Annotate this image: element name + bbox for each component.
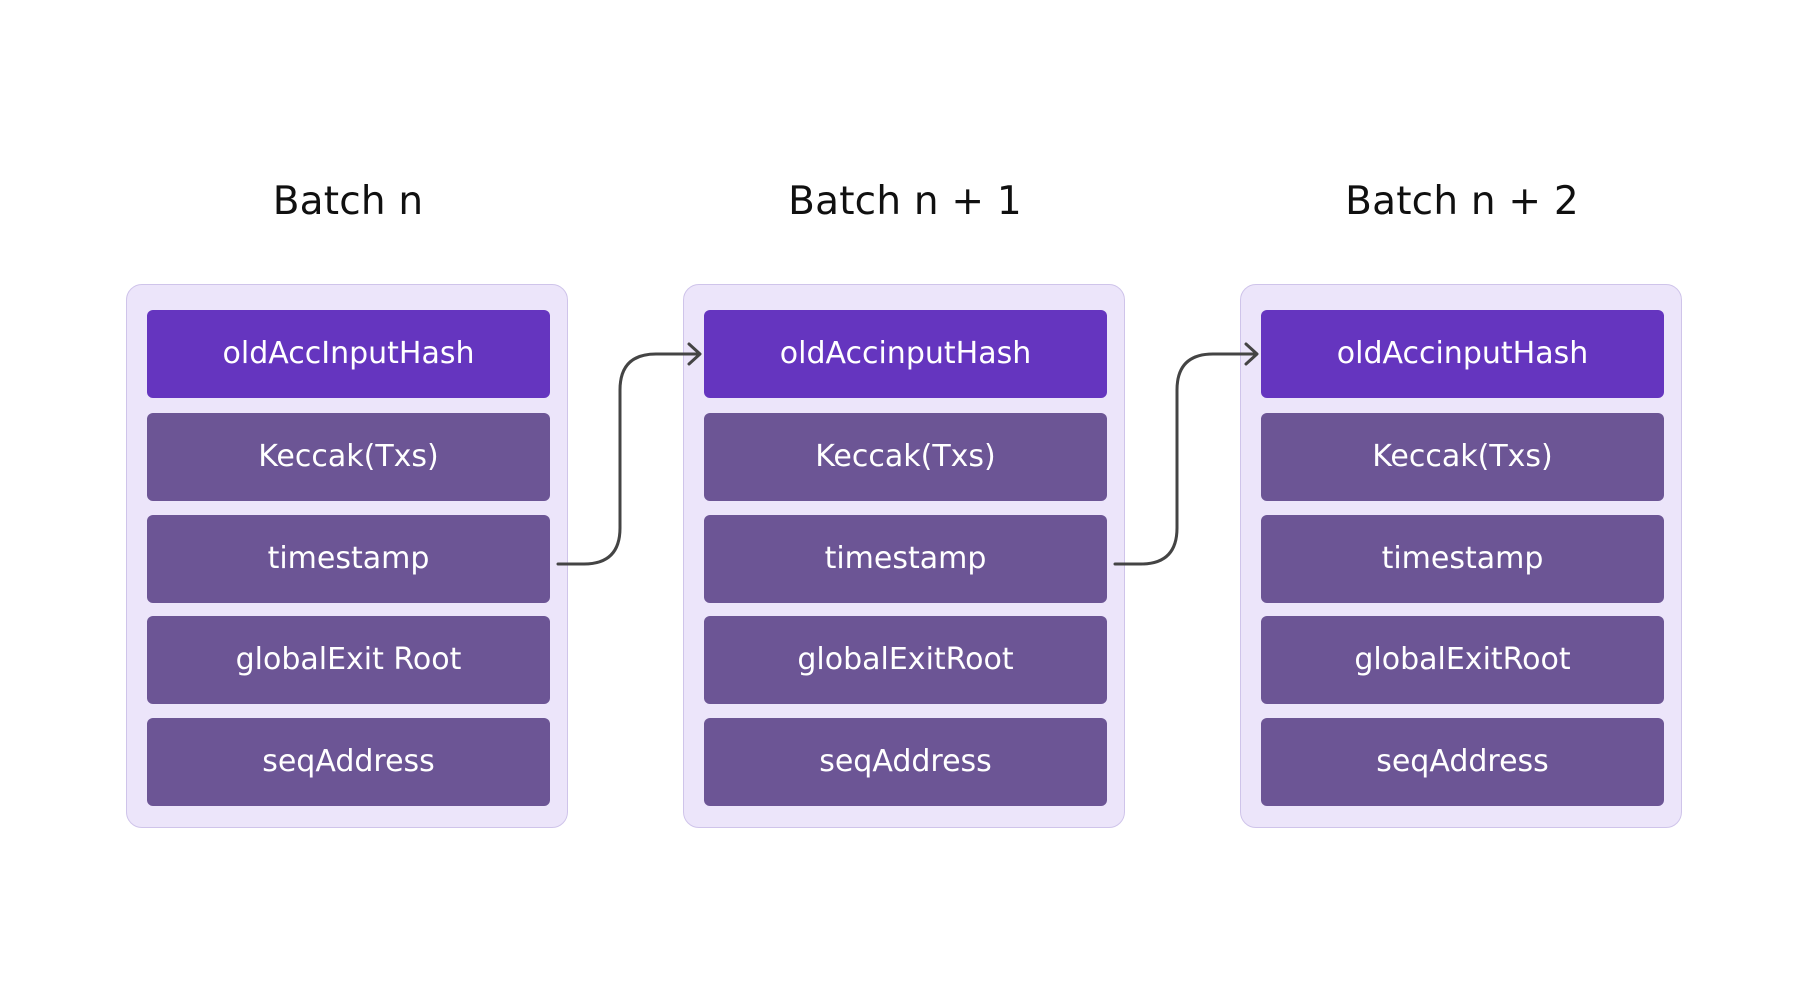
batch-0-title: Batch n <box>272 179 424 224</box>
batch-2-timestamp: timestamp <box>1261 515 1664 603</box>
batch-1-old-acc-input-hash: oldAccinputHash <box>704 310 1107 398</box>
batch-1-keccak-txs: Keccak(Txs) <box>704 413 1107 501</box>
batch-2-old-acc-input-hash: oldAccinputHash <box>1261 310 1664 398</box>
connector-arrow-0 <box>556 352 701 566</box>
batch-1-global-exit-root: globalExitRoot <box>704 616 1107 704</box>
batch-2-title: Batch n + 2 <box>1345 179 1579 224</box>
batch-2-panel: oldAccinputHash Keccak(Txs) timestamp gl… <box>1240 284 1682 828</box>
batch-1-seq-address: seqAddress <box>704 718 1107 806</box>
batch-2-keccak-txs: Keccak(Txs) <box>1261 413 1664 501</box>
batch-0-global-exit-root: globalExit Root <box>147 616 550 704</box>
batch-0-timestamp: timestamp <box>147 515 550 603</box>
connector-arrow-1 <box>1113 352 1258 566</box>
batch-1-timestamp: timestamp <box>704 515 1107 603</box>
batch-0-panel: oldAccInputHash Keccak(Txs) timestamp gl… <box>126 284 568 828</box>
batch-2-seq-address: seqAddress <box>1261 718 1664 806</box>
batch-0-keccak-txs: Keccak(Txs) <box>147 413 550 501</box>
batch-0-seq-address: seqAddress <box>147 718 550 806</box>
batch-1-title: Batch n + 1 <box>788 179 1022 224</box>
batch-1-panel: oldAccinputHash Keccak(Txs) timestamp gl… <box>683 284 1125 828</box>
batch-0-old-acc-input-hash: oldAccInputHash <box>147 310 550 398</box>
batch-2-global-exit-root: globalExitRoot <box>1261 616 1664 704</box>
